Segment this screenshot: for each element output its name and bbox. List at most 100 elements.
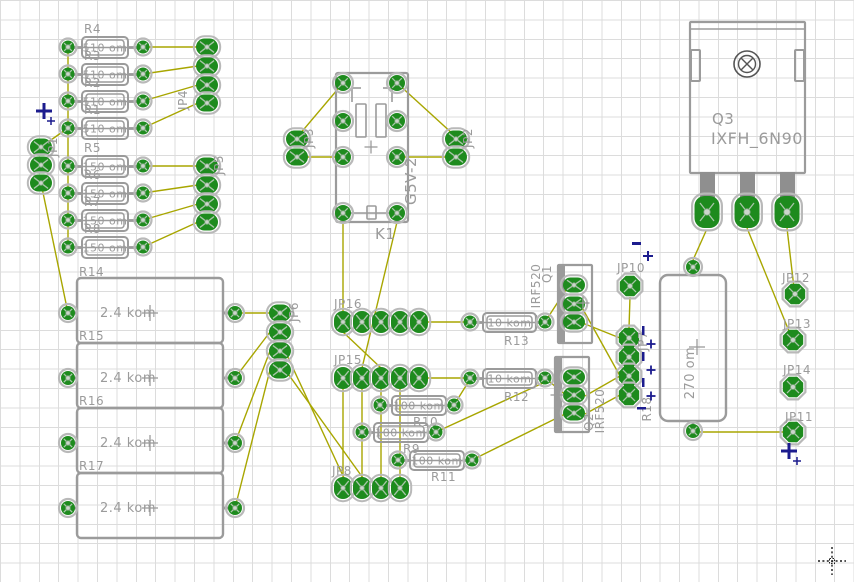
- JP1-pad-2[interactable]: [26, 153, 56, 177]
- component-JP11[interactable]: JP11: [779, 410, 813, 446]
- R9-pad-2[interactable]: [426, 422, 446, 442]
- R8-pad-2[interactable]: [133, 237, 153, 257]
- R10-pad-2[interactable]: [444, 395, 464, 415]
- wire-segment-39[interactable]: [435, 382, 544, 433]
- JP5-pad-4[interactable]: [192, 210, 222, 234]
- JP8-pad-4[interactable]: [387, 473, 413, 503]
- R9-pad-1[interactable]: [352, 422, 372, 442]
- wire-segment-24[interactable]: [342, 331, 382, 369]
- R7-pad-2[interactable]: [133, 210, 153, 230]
- JP1-pad-1[interactable]: [26, 135, 56, 159]
- R11-pad-1[interactable]: [388, 450, 408, 470]
- R15-pad-2[interactable]: [224, 367, 246, 389]
- JP7-pad-4[interactable]: [615, 381, 643, 409]
- Q1-pad-3[interactable]: [559, 311, 589, 333]
- wire-segment-7[interactable]: [142, 102, 199, 129]
- JP7-pad-1[interactable]: [615, 324, 643, 352]
- R1-pad-1[interactable]: [58, 118, 78, 138]
- wire-segment-41[interactable]: [692, 230, 707, 261]
- JP15-pad-2[interactable]: [349, 363, 375, 393]
- wire-segment-36[interactable]: [584, 394, 621, 415]
- component-JP4[interactable]: JP4: [176, 35, 222, 115]
- R3-pad-2[interactable]: [133, 64, 153, 84]
- wire-segment-11[interactable]: [142, 221, 199, 248]
- R2-pad-1[interactable]: [58, 91, 78, 111]
- JP8-pad-3[interactable]: [368, 473, 394, 503]
- Q2-pad-2[interactable]: [559, 384, 589, 406]
- JP15-pad-1[interactable]: [330, 363, 356, 393]
- JP11-pad-1[interactable]: [779, 418, 807, 446]
- wire-segment-15[interactable]: [234, 369, 271, 509]
- JP16-pad-3[interactable]: [368, 307, 394, 337]
- Q3-pad-2[interactable]: [730, 192, 763, 232]
- component-JP15[interactable]: JP15: [330, 353, 432, 393]
- JP2-pad-1[interactable]: [441, 127, 471, 151]
- R3-pad-1[interactable]: [58, 64, 78, 84]
- K1-pad-3[interactable]: [331, 109, 355, 133]
- R2-pad-2[interactable]: [133, 91, 153, 111]
- wire-segment-16[interactable]: [285, 352, 345, 479]
- Q2-pad-3[interactable]: [559, 402, 589, 424]
- R4-pad-2[interactable]: [133, 37, 153, 57]
- R12-pad-1[interactable]: [460, 368, 480, 388]
- R15-pad-1[interactable]: [57, 367, 79, 389]
- wire-segment-34[interactable]: [628, 296, 631, 329]
- K1-pad-2[interactable]: [385, 71, 409, 95]
- R7-pad-1[interactable]: [58, 210, 78, 230]
- JP8-pad-1[interactable]: [330, 473, 356, 503]
- Q1-pad-1[interactable]: [559, 274, 589, 296]
- JP16-pad-5[interactable]: [406, 307, 432, 337]
- JP2-pad-2[interactable]: [441, 145, 471, 169]
- component-JP2[interactable]: JP2: [441, 127, 475, 169]
- JP1-pad-3[interactable]: [26, 171, 56, 195]
- component-JP13[interactable]: JP13: [779, 317, 811, 354]
- R14-pad-1[interactable]: [57, 302, 79, 324]
- JP7-pad-2[interactable]: [615, 343, 643, 371]
- component-JP10[interactable]: JP10: [616, 261, 645, 300]
- wire-segment-17[interactable]: [285, 370, 364, 479]
- JP15-pad-5[interactable]: [406, 363, 432, 393]
- K1-pad-5[interactable]: [331, 145, 355, 169]
- wire-segment-42[interactable]: [746, 227, 792, 337]
- JP6-pad-4[interactable]: [265, 358, 295, 382]
- R6-pad-1[interactable]: [58, 183, 78, 203]
- wire-segment-3[interactable]: [40, 182, 69, 314]
- K1-pad-7[interactable]: [331, 201, 355, 225]
- R4-pad-1[interactable]: [58, 37, 78, 57]
- wire-segment-23[interactable]: [361, 221, 398, 369]
- R11-pad-2[interactable]: [462, 450, 482, 470]
- JP14-pad-1[interactable]: [779, 373, 807, 401]
- R10-pad-1[interactable]: [370, 395, 390, 415]
- R16-pad-2[interactable]: [224, 432, 246, 454]
- JP5-pad-1[interactable]: [192, 154, 222, 178]
- wire-segment-32[interactable]: [579, 303, 621, 377]
- JP13-pad-1[interactable]: [779, 326, 807, 354]
- Q1-pad-2[interactable]: [559, 293, 589, 315]
- R12-pad-2[interactable]: [535, 368, 555, 388]
- JP4-pad-4[interactable]: [192, 91, 222, 115]
- R5-pad-1[interactable]: [58, 156, 78, 176]
- wire-segment-40[interactable]: [471, 413, 566, 461]
- JP16-pad-2[interactable]: [349, 307, 375, 337]
- wire-segment-14[interactable]: [234, 350, 271, 444]
- K1-pad-6[interactable]: [385, 145, 409, 169]
- R17-pad-2[interactable]: [224, 497, 246, 519]
- R8-pad-1[interactable]: [58, 237, 78, 257]
- R6-pad-2[interactable]: [133, 183, 153, 203]
